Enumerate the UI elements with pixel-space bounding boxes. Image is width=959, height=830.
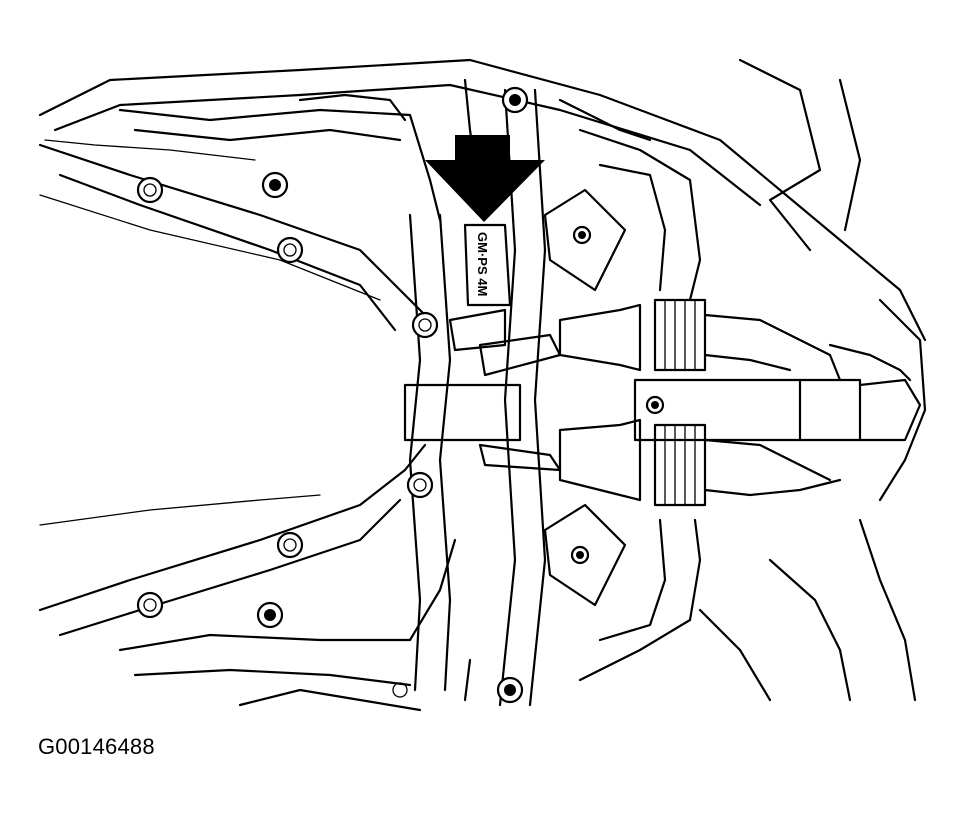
diamond-gusset-upper bbox=[543, 188, 627, 292]
flange-bolts bbox=[136, 86, 529, 704]
arrow-down-icon bbox=[425, 135, 545, 222]
cross-bar bbox=[633, 378, 922, 442]
central-frame bbox=[403, 78, 547, 707]
diamond-gusset-lower bbox=[543, 503, 627, 607]
housing-outline bbox=[38, 58, 927, 702]
part-label-block: GM·PS 4M bbox=[463, 223, 512, 307]
part-label: GM·PS 4M bbox=[475, 232, 490, 296]
figure-id: G00146488 bbox=[38, 734, 155, 759]
upper-connector-shaft bbox=[478, 298, 912, 382]
lower-flange-arm bbox=[38, 443, 457, 712]
lower-connector-shaft bbox=[478, 418, 842, 507]
right-frame bbox=[558, 98, 702, 682]
upper-flange-arm bbox=[38, 93, 442, 332]
